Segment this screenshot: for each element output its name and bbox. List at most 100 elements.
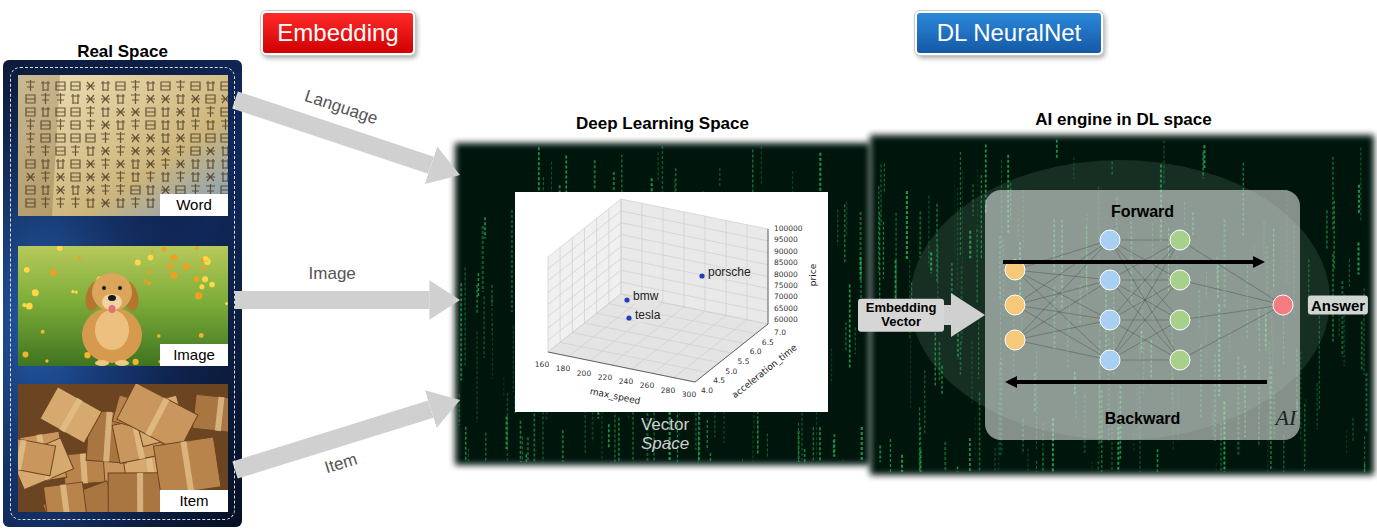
drawing-part — [699, 273, 704, 278]
drawing-part — [176, 94, 185, 104]
drawing-part — [82, 307, 142, 363]
drawing-part — [459, 146, 862, 462]
drawing-part — [527, 437, 529, 462]
edge-label: Item — [322, 450, 360, 479]
drawing-part — [206, 106, 215, 117]
box-title: Embedding — [277, 18, 398, 48]
drawing-part — [1056, 140, 1058, 159]
drawing-part — [86, 186, 95, 194]
drawing-part — [170, 272, 177, 279]
drawing-part — [1157, 449, 1158, 472]
drawing-part — [154, 437, 221, 496]
drawing-part — [176, 145, 185, 156]
drawing-part — [941, 366, 943, 394]
drawing-part — [18, 75, 228, 216]
drawing-part — [194, 276, 200, 282]
tick-label: 280 — [661, 387, 675, 395]
drawing-part — [206, 120, 215, 130]
box-title: DL NeuralNet — [937, 18, 1082, 48]
drawing-part — [1365, 373, 1367, 432]
drawing-part — [18, 384, 228, 512]
drawing-part — [26, 303, 33, 310]
drawing-part — [1283, 435, 1284, 472]
drawing-part — [511, 210, 513, 312]
drawing-part — [71, 82, 80, 90]
drawing-part — [195, 246, 199, 250]
drawing-part — [77, 256, 81, 260]
embedding-box: Embedding — [261, 11, 414, 55]
drawing-part — [22, 246, 228, 365]
drawing-part — [221, 172, 228, 182]
panel-heading: Real Space — [77, 42, 168, 62]
drawing-part — [944, 442, 946, 472]
drawing-part — [919, 241, 920, 258]
drawing-part — [1163, 141, 1165, 184]
drawing-part — [1360, 147, 1361, 222]
drawing-part — [1180, 280, 1283, 305]
drawing-part — [101, 81, 110, 91]
drawing-part — [455, 143, 870, 465]
drawing-part — [71, 134, 80, 142]
drawing-part — [56, 173, 65, 181]
drawing-part — [515, 192, 828, 412]
drawing-part — [562, 430, 564, 462]
drawing-part — [560, 342, 707, 372]
drawing-part — [924, 370, 925, 435]
drawing-part — [526, 454, 527, 462]
drawing-part — [131, 159, 140, 169]
drawing-part — [101, 107, 110, 117]
drawing-part — [221, 119, 228, 130]
drawing-part — [95, 360, 109, 366]
drawing-part — [221, 159, 228, 169]
drawing-part — [146, 198, 155, 208]
edge-label: Language — [302, 86, 380, 129]
drawing-part — [1015, 280, 1110, 305]
drawing-part — [621, 235, 768, 265]
drawing-part — [221, 95, 228, 103]
drawing-part — [1170, 270, 1190, 290]
drawing-part — [895, 213, 897, 302]
drawing-part — [742, 459, 743, 462]
drawing-part — [86, 198, 95, 208]
drawing-part — [507, 393, 508, 462]
drawing-part — [102, 286, 106, 290]
drawing-part — [101, 173, 110, 181]
drawing-part — [765, 461, 766, 463]
drawing-part — [1216, 463, 1217, 472]
drawing-part — [116, 184, 125, 195]
tick-label: 85000 — [774, 259, 798, 267]
drawing-part — [1015, 340, 1110, 360]
drawing-part — [71, 121, 80, 129]
drawing-part — [146, 185, 155, 195]
drawing-part — [1110, 240, 1180, 360]
drawing-part — [609, 304, 756, 334]
drawing-part — [957, 304, 959, 359]
drawing-part — [115, 360, 129, 366]
drawing-part — [1304, 404, 1305, 472]
network-box: ForwardBackward — [985, 190, 1300, 440]
drawing-part — [176, 171, 185, 182]
drawing-part — [548, 223, 621, 281]
tick-label: 6.0 — [750, 349, 762, 357]
drawing-part — [1300, 352, 1301, 441]
drawing-part — [1349, 259, 1350, 286]
drawing-part — [1361, 321, 1363, 371]
drawing-part — [95, 310, 129, 350]
drawing-part — [131, 197, 140, 208]
drawing-part — [930, 253, 932, 274]
drawing-part — [1346, 430, 1347, 455]
drawing-part — [710, 453, 711, 462]
tick-label: 75000 — [774, 282, 798, 290]
drawing-part — [621, 199, 768, 229]
drawing-part — [71, 108, 80, 116]
drawing-part — [1036, 461, 1037, 472]
drawing-part — [522, 437, 523, 462]
drawing-part — [45, 359, 48, 362]
drawing-part — [954, 159, 955, 252]
drawing-part — [18, 434, 56, 476]
drawing-part — [879, 212, 880, 304]
drawing-part — [161, 82, 170, 90]
drawing-part — [146, 134, 155, 142]
